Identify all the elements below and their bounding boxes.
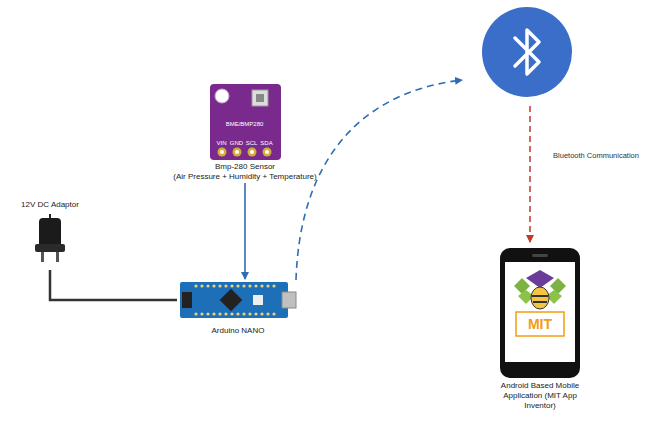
pin-label: SDA: [260, 139, 272, 147]
node-label: Bmp-280 Sensor: [150, 162, 340, 172]
link-label: Bluetooth Communication: [553, 151, 639, 161]
power-adaptor-art: [25, 214, 75, 270]
power-cable: [50, 270, 177, 300]
power-adaptor: 12V DC Adaptor: [10, 200, 90, 270]
wireless-link: [296, 80, 462, 280]
mobile-phone-art: MIT: [500, 248, 580, 378]
sensor-module: VIN GNDSCLSDA BME/BMP280Bmp-280 Sensor(Air…: [150, 78, 340, 182]
sensor-module-art: VIN GNDSCLSDA BME/BMP280: [208, 82, 283, 162]
pin-label: SCL: [246, 139, 258, 147]
arduino-board-art: [178, 280, 298, 320]
node-label: 12V DC Adaptor: [10, 200, 90, 210]
data-arrow: [244, 183, 246, 279]
node-label: (Air Pressure + Humidity + Temperature): [150, 172, 340, 182]
mobile-phone-drawing: [500, 248, 580, 378]
bluetooth-circle: [482, 7, 572, 97]
node-label: Arduino NANO: [178, 326, 298, 336]
power-adaptor-drawing: [25, 214, 75, 270]
arduino-board: Arduino NANO: [178, 280, 298, 336]
logo-text: MIT: [528, 316, 552, 332]
bluetooth-symbol: [515, 30, 539, 74]
chip-label: BME/BMP280: [226, 120, 264, 128]
pin-label: GND: [230, 139, 243, 147]
arduino-board-drawing: [178, 280, 298, 320]
pin-label: VIN: [216, 139, 226, 147]
node-label: Android Based Mobile Application (MIT Ap…: [496, 381, 584, 411]
bluetooth-link: [529, 106, 531, 242]
mobile-phone: MIT Android Based Mobile Application (MIT…: [488, 248, 592, 411]
